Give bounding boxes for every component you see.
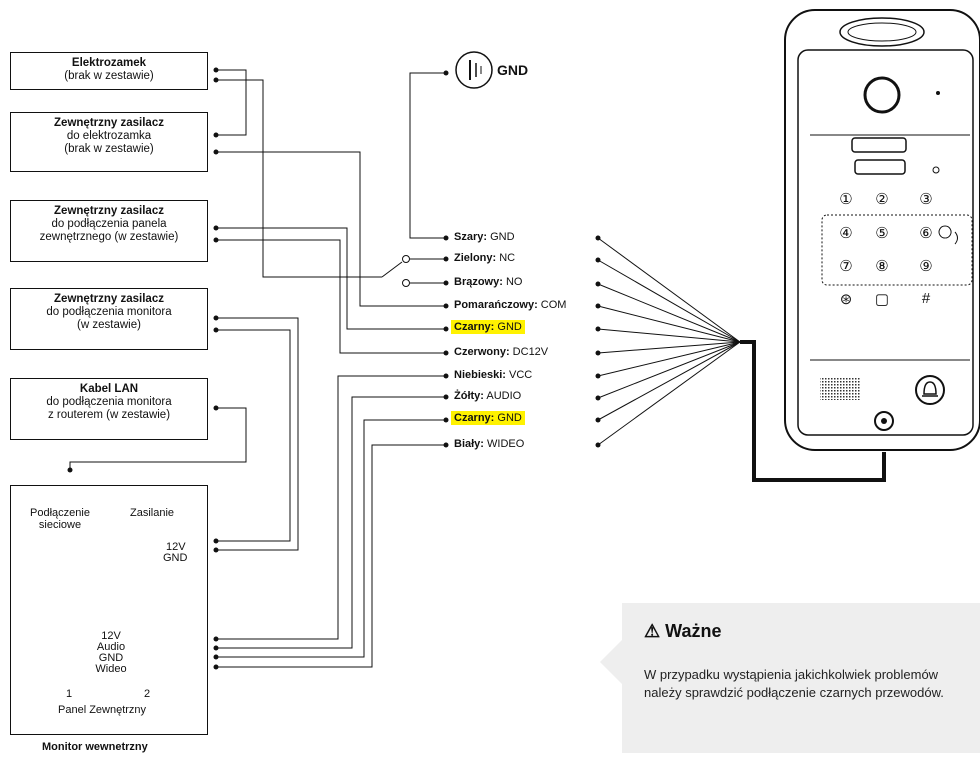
panel-psu-wire-1 (216, 227, 446, 330)
lan-cable-box: Kabel LAN do podłączenia monitora z rout… (10, 378, 208, 440)
lock-psu-wire (216, 151, 446, 307)
nfc-icon (938, 225, 958, 245)
key-star: ⊛ (839, 291, 853, 308)
electric-lock-box: Elektrozamek (brak w zestawie) (10, 52, 208, 90)
port-1-label: 1 (66, 688, 73, 700)
key-4: ④ (839, 225, 853, 242)
panel-power-supply-box: Zewnętrzny zasilacz do podłączenia panel… (10, 200, 208, 262)
panel-pin-gnd: GND (98, 652, 124, 664)
box-line: (brak w zestawie) (64, 143, 154, 155)
wire-label-white: Biały: WIDEO (454, 438, 525, 450)
switch-no-terminal (402, 279, 410, 287)
camera-icon (863, 76, 901, 114)
power-label: Zasilanie (130, 507, 175, 519)
panel-cable (740, 340, 886, 482)
key-1: ① (839, 191, 853, 208)
key-3: ③ (919, 191, 933, 208)
lock-power-supply-box: Zewnętrzny zasilacz do elektrozamka (bra… (10, 112, 208, 172)
panel-pin-audio: Audio (96, 641, 126, 653)
warning-icon: ⚠ (644, 621, 661, 641)
box-line: zewnętrznego (w zestawie) (39, 231, 179, 243)
network-label-1: Podłączenie (30, 507, 90, 519)
monitor-wire-gnd (216, 419, 446, 658)
call-bell-button-icon (915, 375, 945, 405)
wire-label-black-2: Czarny: GND (451, 411, 525, 425)
panel-pin-video: Wideo (95, 663, 127, 675)
port-2-label: 2 (144, 688, 151, 700)
switch-nc-terminal (402, 255, 410, 263)
speaker-grille-icon (820, 378, 860, 400)
lan-wire (69, 407, 247, 470)
monitor-psu-wire-1 (216, 317, 299, 551)
outdoor-panel-device (784, 9, 980, 451)
note-title: Ważne (665, 621, 722, 641)
box-line: do podłączenia monitora (46, 396, 172, 408)
lock-wire-2 (216, 79, 382, 278)
monitor-wire-audio (216, 396, 446, 649)
key-5: ⑤ (875, 225, 889, 242)
panel-pin-12v: 12V (101, 630, 121, 642)
gnd-label: GND (497, 62, 529, 78)
switch-line (381, 261, 403, 278)
key-8: ⑧ (875, 258, 889, 275)
box-line: z routerem (w zestawie) (47, 409, 171, 421)
wire-label-brown: Brązowy: NO (454, 276, 523, 288)
key-2: ② (875, 191, 889, 208)
wire-label-blue: Niebieski: VCC (454, 369, 533, 381)
key-card: ▢ (874, 291, 890, 308)
wire-label-green: Zielony: NC (454, 252, 516, 264)
wire-label-orange: Pomarańczowy: COM (454, 299, 567, 311)
gnd-wire (409, 72, 446, 239)
wire-label-yellow: Żółty: AUDIO (454, 390, 522, 402)
key-7: ⑦ (839, 258, 853, 275)
monitor-wire-video (216, 444, 446, 668)
box-line: (w zestawie) (77, 319, 141, 331)
box-line: do elektrozamka (66, 130, 152, 142)
important-note: ⚠ Ważne W przypadku wystąpienia jakichko… (622, 603, 980, 753)
power-pin-12v: 12V (166, 541, 186, 553)
indoor-monitor-box (10, 485, 208, 735)
monitor-power-supply-box: Zewnętrzny zasilacz do podłączenia monit… (10, 288, 208, 350)
wire-label-red: Czerwony: DC12V (454, 346, 549, 358)
wire-label-black-1: Czarny: GND (451, 320, 525, 334)
lock-wire-1 (216, 69, 247, 136)
panel-label: Panel Zewnętrzny (58, 704, 147, 716)
key-6: ⑥ (919, 225, 933, 242)
box-title: Zewnętrzny zasilacz (54, 293, 164, 305)
box-title: Zewnętrzny zasilacz (54, 205, 164, 217)
box-line: (brak w zestawie) (64, 70, 154, 82)
network-label-2: sieciowe (38, 519, 82, 531)
box-title: Kabel LAN (79, 383, 139, 395)
monitor-psu-wire-2 (216, 329, 291, 542)
ground-symbol-icon (455, 51, 493, 89)
key-9: ⑨ (919, 258, 933, 275)
power-pin-gnd: GND (163, 552, 188, 564)
box-title: Elektrozamek (71, 57, 147, 69)
note-pointer (600, 640, 622, 684)
box-line: do podłączenia monitora (46, 306, 172, 318)
note-heading: ⚠ Ważne (644, 621, 722, 642)
key-hash: # (921, 290, 931, 307)
monitor-wire-vcc (216, 375, 446, 640)
network-label: Podłączenie sieciowe (25, 507, 95, 531)
panel-psu-wire-2 (216, 239, 446, 354)
note-text: W przypadku wystąpienia jakichkolwiek pr… (644, 667, 944, 700)
box-title: Zewnętrzny zasilacz (54, 117, 164, 129)
wire-label-grey: Szary: GND (454, 231, 515, 243)
box-line: do podłączenia panela (51, 218, 167, 230)
monitor-title: Monitor wewnetrzny (42, 741, 148, 753)
